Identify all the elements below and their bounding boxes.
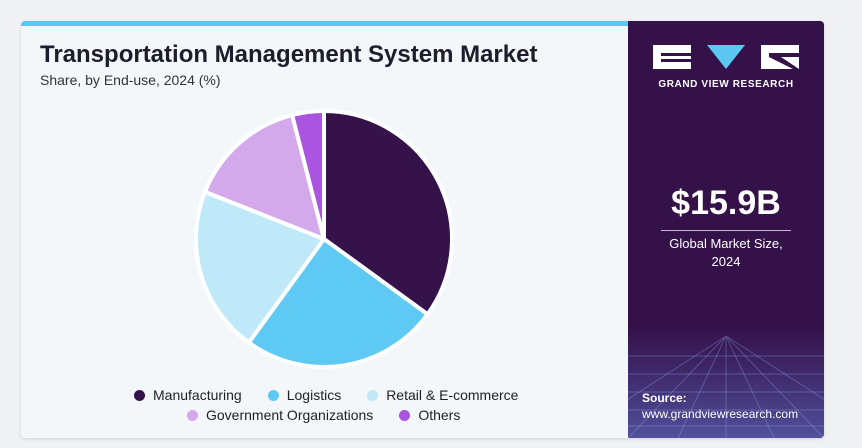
pie-slice-others	[290, 109, 326, 241]
legend-row-2: Government Organizations Others	[187, 407, 460, 423]
side-panel: GRAND VIEW RESEARCH $15.9B Global Market…	[628, 21, 824, 438]
chart-panel: Transportation Management System Market …	[21, 21, 628, 438]
legend-label-others: Others	[418, 407, 461, 423]
legend-label-government: Government Organizations	[206, 407, 374, 423]
market-size-divider	[661, 230, 791, 231]
legend-item-others: Others	[399, 407, 460, 423]
source-url[interactable]: www.grandviewresearch.com	[642, 407, 799, 421]
grand-view-research-logo-icon	[653, 45, 799, 69]
market-size-caption-line1: Global Market Size,	[669, 236, 783, 251]
legend-item-government: Government Organizations	[187, 407, 373, 423]
pie-chart	[194, 109, 454, 369]
legend-label-manufacturing: Manufacturing	[153, 387, 242, 403]
legend-row-1: Manufacturing Logistics Retail & E-comme…	[134, 387, 518, 403]
pie-slice-retail-e-commerce	[194, 189, 326, 345]
legend-item-manufacturing: Manufacturing	[134, 387, 242, 403]
legend-swatch-retail	[367, 389, 379, 401]
infographic-card: Transportation Management System Market …	[21, 21, 824, 438]
legend-swatch-logistics	[267, 389, 279, 401]
top-accent-bar	[21, 21, 628, 26]
market-size-caption-line2: 2024	[711, 254, 741, 269]
legend-swatch-manufacturing	[134, 389, 145, 401]
chart-subtitle: Share, by End-use, 2024 (%)	[40, 72, 221, 88]
pie-slice-manufacturing	[322, 109, 454, 317]
legend-swatch-government	[187, 409, 198, 421]
pie-slice-government-organizations	[202, 113, 326, 241]
legend-label-retail: Retail & E-commerce	[386, 387, 519, 403]
market-size-value: $15.9B	[671, 184, 781, 222]
chart-title: Transportation Management System Market	[40, 41, 538, 68]
pie-slice-logistics	[246, 237, 430, 369]
legend-item-retail: Retail & E-commerce	[367, 387, 518, 403]
decorative-grid	[628, 326, 824, 438]
source-label: Source:	[642, 391, 687, 405]
legend-label-logistics: Logistics	[286, 387, 342, 403]
market-size-caption: Global Market Size, 2024	[628, 235, 824, 271]
legend-swatch-others	[399, 409, 411, 421]
brand-name: GRAND VIEW RESEARCH	[658, 79, 794, 90]
legend-item-logistics: Logistics	[267, 387, 342, 403]
